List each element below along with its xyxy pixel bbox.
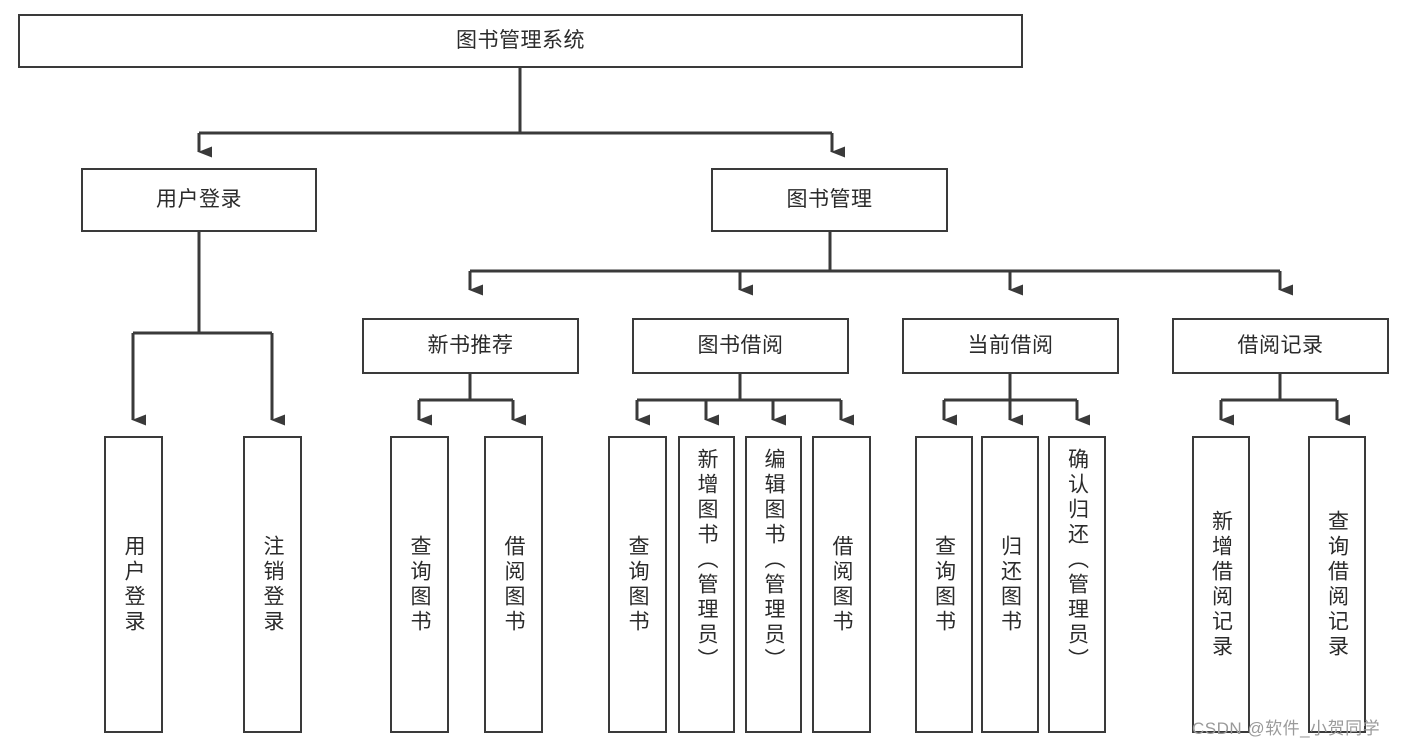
node-book-borrow[interactable]: 图书借阅: [632, 318, 849, 374]
node-label: 图书借阅: [697, 333, 784, 357]
node-label: 用户登录: [122, 534, 145, 635]
leaf-query-book-current[interactable]: 查询图书: [915, 436, 973, 733]
leaf-query-borrow-record[interactable]: 查询借阅记录: [1308, 436, 1366, 733]
node-label: 查询图书: [408, 534, 431, 635]
node-label: 确认归还（管理员）: [1065, 448, 1089, 673]
node-new-book-recommend[interactable]: 新书推荐: [362, 318, 579, 374]
node-borrow-record[interactable]: 借阅记录: [1172, 318, 1389, 374]
leaf-edit-book-admin[interactable]: 编辑图书（管理员）: [745, 436, 802, 733]
node-label: 当前借阅: [967, 333, 1054, 357]
node-label: 图书管理系统: [456, 28, 585, 52]
node-label: 查询图书: [932, 534, 956, 635]
leaf-query-book-borrow[interactable]: 查询图书: [608, 436, 667, 733]
node-label: 注销登录: [261, 534, 284, 635]
watermark: CSDN @软件_小贺同学: [1192, 719, 1381, 738]
leaf-borrow-book[interactable]: 借阅图书: [812, 436, 871, 733]
leaf-add-book-admin[interactable]: 新增图书（管理员）: [678, 436, 735, 733]
node-label: 查询借阅记录: [1325, 509, 1349, 660]
leaf-logout[interactable]: 注销登录: [243, 436, 302, 733]
leaf-borrow-book-recommend[interactable]: 借阅图书: [484, 436, 543, 733]
leaf-return-book[interactable]: 归还图书: [981, 436, 1039, 733]
leaf-query-book-recommend[interactable]: 查询图书: [390, 436, 449, 733]
node-label: 用户登录: [156, 187, 242, 211]
leaf-add-borrow-record[interactable]: 新增借阅记录: [1192, 436, 1250, 733]
node-label: 借阅记录: [1237, 333, 1324, 357]
leaf-user-login[interactable]: 用户登录: [104, 436, 163, 733]
node-user-login[interactable]: 用户登录: [81, 168, 317, 232]
node-label: 新增借阅记录: [1209, 509, 1233, 660]
leaf-confirm-return-admin[interactable]: 确认归还（管理员）: [1048, 436, 1106, 733]
node-label: 新书推荐: [427, 333, 514, 357]
node-label: 图书管理: [786, 187, 873, 211]
node-label: 查询图书: [626, 534, 649, 635]
node-label: 新增图书（管理员）: [695, 448, 718, 673]
node-book-management[interactable]: 图书管理: [711, 168, 948, 232]
node-label: 编辑图书（管理员）: [762, 448, 785, 673]
node-label: 借阅图书: [502, 534, 525, 635]
node-label: 借阅图书: [830, 534, 853, 635]
node-label: 归还图书: [998, 534, 1022, 635]
node-root-book-management-system[interactable]: 图书管理系统: [18, 14, 1023, 68]
node-current-borrow[interactable]: 当前借阅: [902, 318, 1119, 374]
